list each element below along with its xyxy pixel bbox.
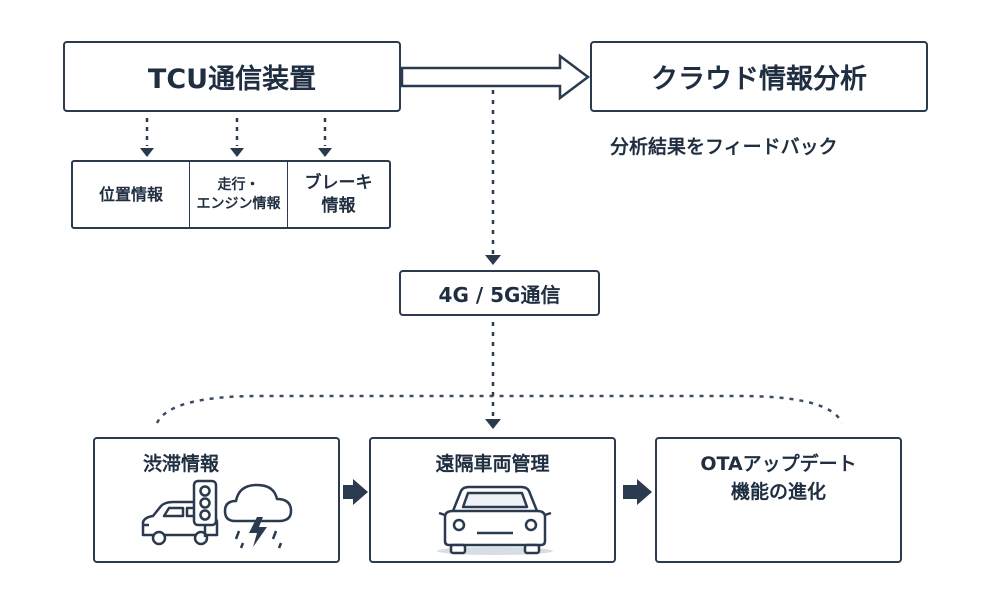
feedback-label: 分析結果をフィードバック bbox=[610, 136, 838, 158]
service-link-arc bbox=[155, 394, 844, 424]
ota-title-line1: OTAアップデート bbox=[700, 453, 857, 475]
network-to-vehicle-arrow bbox=[485, 322, 501, 429]
traffic-light-icon bbox=[192, 479, 218, 537]
vehicle-management-box: 遠隔車両管理 bbox=[369, 437, 616, 563]
brake-info-cell: ブレーキ 情報 bbox=[288, 162, 389, 227]
brake-info-line1: ブレーキ bbox=[304, 172, 373, 193]
car-front-icon bbox=[437, 485, 553, 555]
engine-info-cell: 走行・ エンジン情報 bbox=[190, 162, 288, 227]
engine-info-line2: エンジン情報 bbox=[196, 195, 281, 212]
traffic-info-box: 渋滞情報 bbox=[93, 437, 340, 563]
tcu-title: TCU通信装置 bbox=[147, 64, 317, 95]
vehicle-to-ota-arrow bbox=[623, 479, 652, 505]
traffic-icon-group bbox=[141, 479, 293, 549]
cloud-title: クラウド情報分析 bbox=[651, 64, 867, 95]
ota-title-line2: 機能の進化 bbox=[730, 480, 826, 503]
position-info-cell: 位置情報 bbox=[73, 162, 190, 227]
data-arrow-engine bbox=[230, 118, 244, 157]
brake-info-line2: 情報 bbox=[321, 195, 356, 216]
traffic-info-title: 渋滞情報 bbox=[143, 453, 220, 475]
tcu-box: TCU通信装置 bbox=[63, 41, 401, 112]
storm-cloud-icon bbox=[223, 483, 293, 549]
traffic-to-vehicle-arrow bbox=[343, 479, 368, 505]
network-box: 4G / 5G通信 bbox=[399, 270, 600, 316]
tcu-to-cloud-arrow bbox=[400, 53, 591, 101]
network-label: 4G / 5G通信 bbox=[438, 282, 561, 307]
engine-info-line1: 走行・ bbox=[217, 176, 260, 193]
data-arrow-brake bbox=[318, 118, 332, 157]
vehicle-data-row: 位置情報 走行・ エンジン情報 ブレーキ 情報 bbox=[71, 160, 391, 229]
ota-title-block: OTAアップデート 機能の進化 bbox=[657, 451, 900, 506]
cloud-to-network-arrow bbox=[485, 90, 501, 265]
position-info-label: 位置情報 bbox=[98, 184, 163, 204]
ota-update-box: OTAアップデート 機能の進化 bbox=[655, 437, 902, 563]
cloud-analysis-box: クラウド情報分析 bbox=[590, 41, 928, 112]
vehicle-management-title: 遠隔車両管理 bbox=[435, 453, 550, 475]
data-arrow-position bbox=[140, 118, 154, 157]
